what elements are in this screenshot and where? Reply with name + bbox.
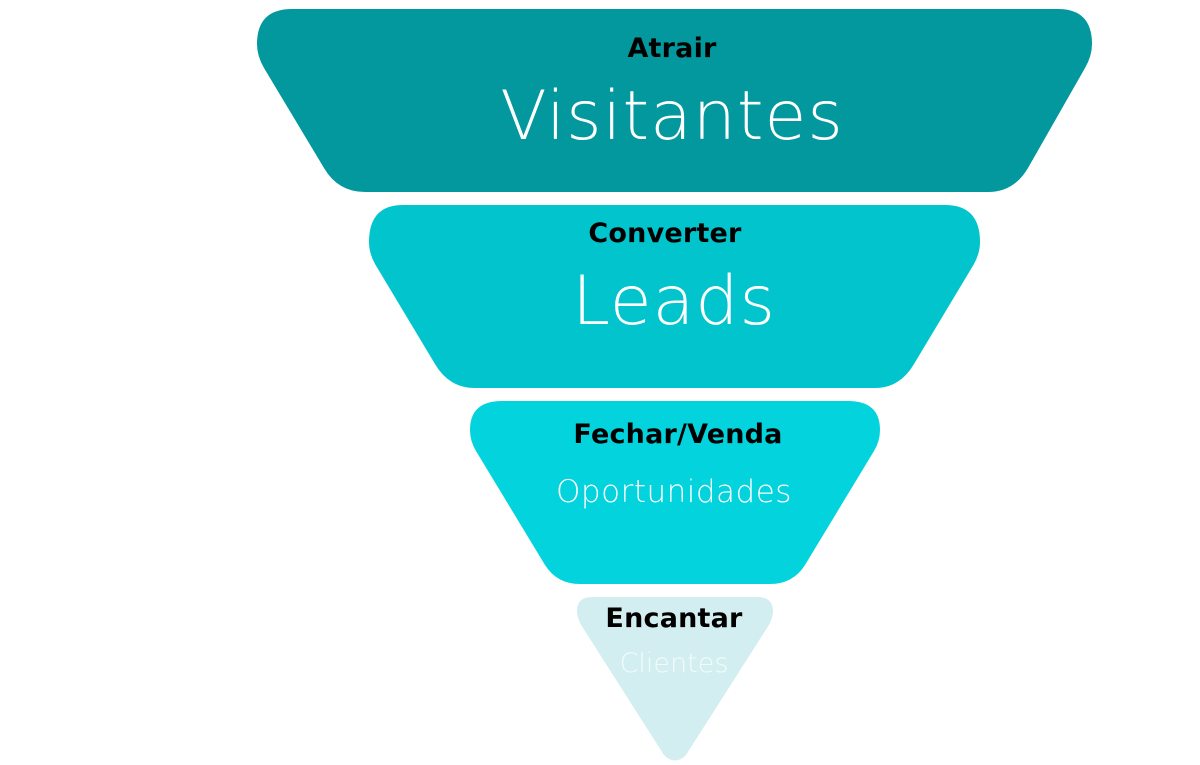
funnel-stage-fechar-venda-shape (470, 401, 880, 584)
funnel-stage-encantar-shape (577, 597, 773, 761)
funnel-stage-converter-shape (369, 205, 980, 388)
funnel-stage-atrair-shape (257, 9, 1092, 192)
